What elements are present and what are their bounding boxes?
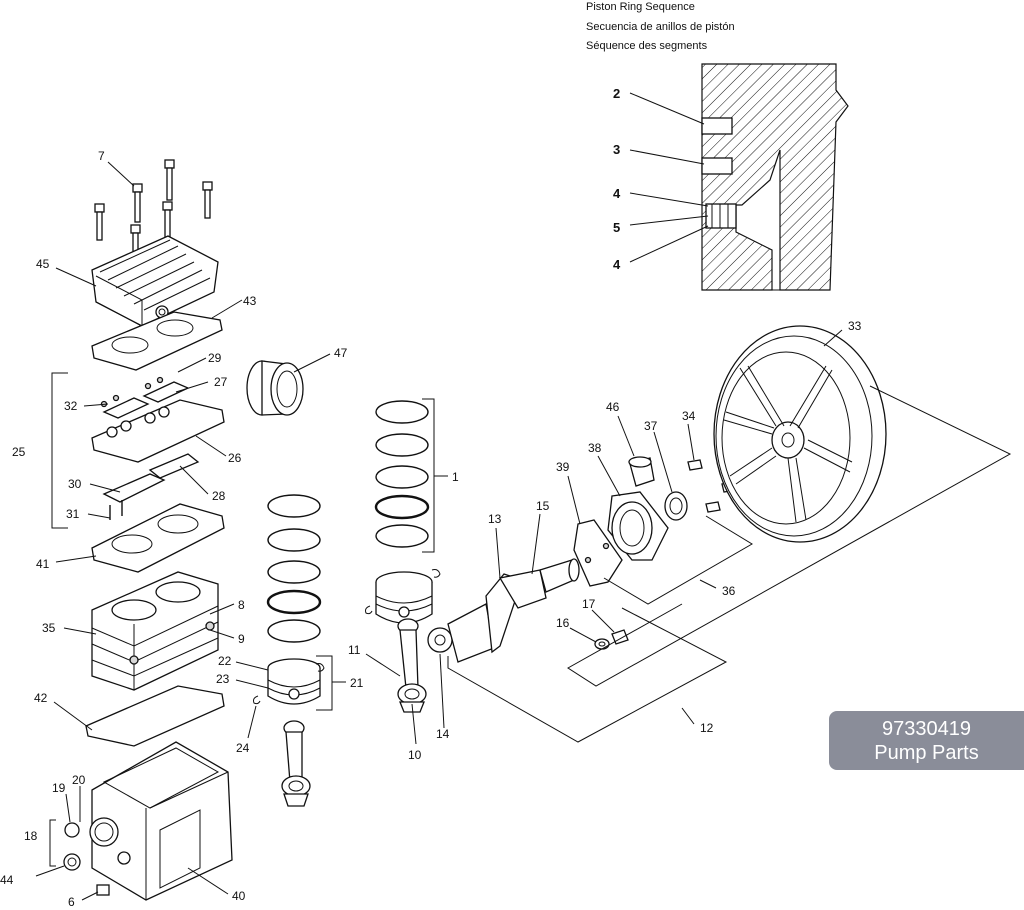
- cylinder-block: [91, 571, 219, 691]
- badge-part-number: 97330419: [882, 718, 971, 740]
- piston-rings-large: [374, 400, 430, 548]
- callout-18: 18: [24, 829, 38, 843]
- callout-15: 15: [536, 499, 550, 513]
- head-gasket: [91, 311, 223, 371]
- piston-small: [253, 658, 325, 705]
- callout-47: 47: [334, 346, 348, 360]
- callout-31: 31: [66, 507, 80, 521]
- callout-37: 37: [644, 419, 658, 433]
- crankshaft: [427, 558, 580, 663]
- valve-plate-assembly: [91, 376, 225, 520]
- flywheel-pulley: [713, 325, 887, 543]
- header-line-english: Piston Ring Sequence: [586, 1, 695, 13]
- callout-38: 38: [588, 441, 602, 455]
- callout-1: 1: [452, 470, 459, 484]
- callout-43: 43: [243, 294, 257, 308]
- callout-39: 39: [556, 460, 570, 474]
- section-callout-3: 3: [613, 142, 620, 157]
- connecting-rod-large: [397, 618, 427, 713]
- crankcase: [89, 741, 233, 901]
- callout-41: 41: [36, 557, 50, 571]
- callout-16: 16: [556, 616, 570, 630]
- bracket-12: [447, 607, 728, 743]
- callout-9: 9: [238, 632, 245, 646]
- section-callout-4-top: 4: [613, 186, 621, 201]
- part-number-badge: 97330419 Pump Parts: [829, 711, 1024, 770]
- pulley-washer-bolt: [594, 629, 629, 650]
- cylinder-head: [91, 235, 219, 327]
- callout-22: 22: [218, 654, 232, 668]
- bracket-pulley-group: [567, 385, 1012, 687]
- callout-20: 20: [72, 773, 86, 787]
- header-line-french: Séquence des segments: [586, 40, 708, 52]
- intake-filter: [246, 360, 304, 416]
- callout-6: 6: [68, 895, 75, 909]
- section-callout-4-bottom: 4: [613, 257, 621, 272]
- header-line-spanish: Secuencia de anillos de pistón: [586, 21, 735, 33]
- callout-33: 33: [848, 319, 862, 333]
- callout-40: 40: [232, 889, 246, 903]
- piston-rings-small: [266, 494, 322, 643]
- ring-section-view: [701, 63, 849, 291]
- callout-13: 13: [488, 512, 502, 526]
- valve-plate-gasket: [91, 503, 225, 573]
- ring-section-leaders: [629, 92, 709, 263]
- piston-large: [365, 569, 441, 624]
- callout-19: 19: [52, 781, 66, 795]
- callout-25: 25: [12, 445, 26, 459]
- callout-12: 12: [700, 721, 714, 735]
- callout-44: 44: [0, 873, 14, 887]
- bearing-housing: [573, 456, 688, 587]
- callout-24: 24: [236, 741, 250, 755]
- callout-7: 7: [98, 149, 105, 163]
- callout-26: 26: [228, 451, 242, 465]
- callout-14: 14: [436, 727, 450, 741]
- crankcase-gasket: [85, 685, 225, 747]
- callout-17: 17: [582, 597, 596, 611]
- bracket-36: [603, 515, 753, 605]
- leader-lines: [35, 161, 843, 901]
- connecting-rod-small: [281, 720, 311, 807]
- callout-35: 35: [42, 621, 56, 635]
- callout-32: 32: [64, 399, 78, 413]
- callout-36: 36: [722, 584, 736, 598]
- badge-title: Pump Parts: [874, 742, 979, 764]
- callout-29: 29: [208, 351, 222, 365]
- callout-34: 34: [682, 409, 696, 423]
- bracket-18: [49, 819, 56, 867]
- section-callout-2: 2: [613, 86, 620, 101]
- callout-30: 30: [68, 477, 82, 491]
- callout-28: 28: [212, 489, 226, 503]
- callout-23: 23: [216, 672, 230, 686]
- callout-45: 45: [36, 257, 50, 271]
- section-callout-5: 5: [613, 220, 620, 235]
- callout-42: 42: [34, 691, 48, 705]
- callout-8: 8: [238, 598, 245, 612]
- bracket-25: [51, 372, 68, 529]
- callout-11: 11: [348, 643, 361, 657]
- callout-46: 46: [606, 400, 620, 414]
- callout-10: 10: [408, 748, 422, 762]
- breather-fittings: [63, 822, 110, 896]
- callout-27: 27: [214, 375, 228, 389]
- callout-21: 21: [350, 676, 364, 690]
